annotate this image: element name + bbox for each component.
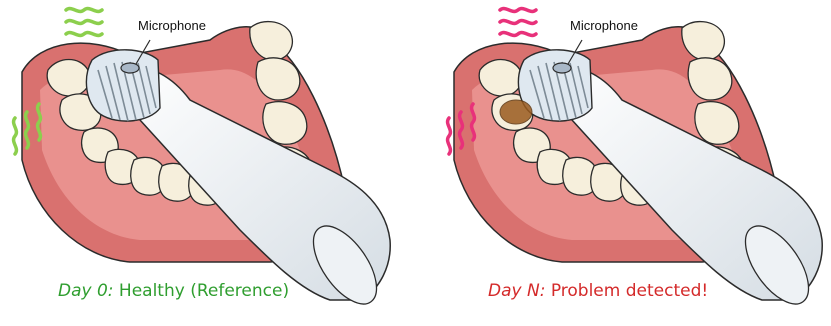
caption-day0-day: Day 0: [58,281,114,301]
panel-day0 [14,9,391,315]
caption-dayN-day: Day N: [488,281,545,301]
caption-dayN: Day N: Problem detected! [488,281,708,301]
microphone-label-right: Microphone [568,18,640,33]
microphone-label-left: Microphone [136,18,208,33]
caption-day0-text: Healthy (Reference) [114,281,290,301]
sound-waves-top-icon [66,9,102,36]
problem-spot [500,100,532,124]
caption-day0: Day 0: Healthy (Reference) [58,281,289,301]
caption-dayN-text: Problem detected! [545,281,708,301]
sound-waves-top-alert-icon [500,9,536,36]
panel-dayN [448,9,823,315]
